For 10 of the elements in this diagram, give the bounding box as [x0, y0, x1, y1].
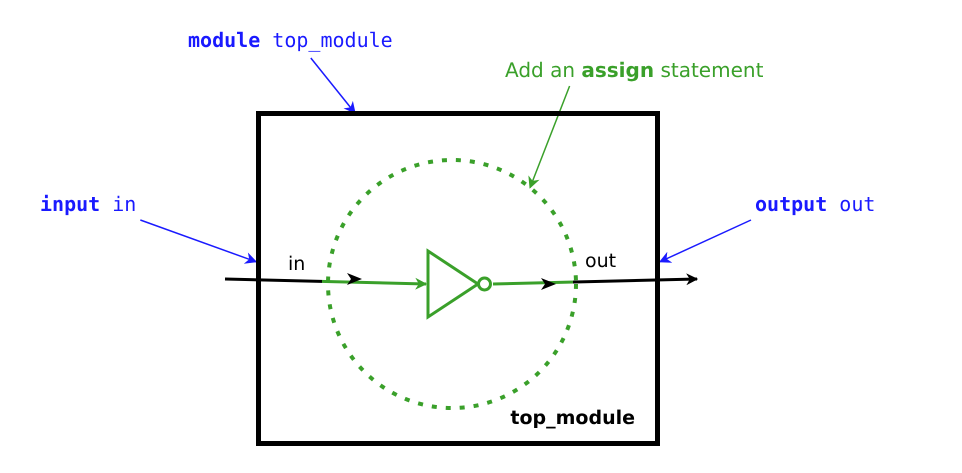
code-label: output out [755, 192, 876, 216]
module-box [256, 111, 660, 446]
module-name: top_module [510, 407, 635, 429]
edge-label: out [585, 250, 616, 272]
edge-label: in [288, 253, 306, 275]
code-label: module top_module [188, 28, 393, 52]
annotation-text: Add an assign statement [505, 58, 764, 82]
dashed-circle [325, 157, 579, 411]
code-label: input in [40, 192, 136, 216]
inverter-symbol [426, 248, 493, 320]
